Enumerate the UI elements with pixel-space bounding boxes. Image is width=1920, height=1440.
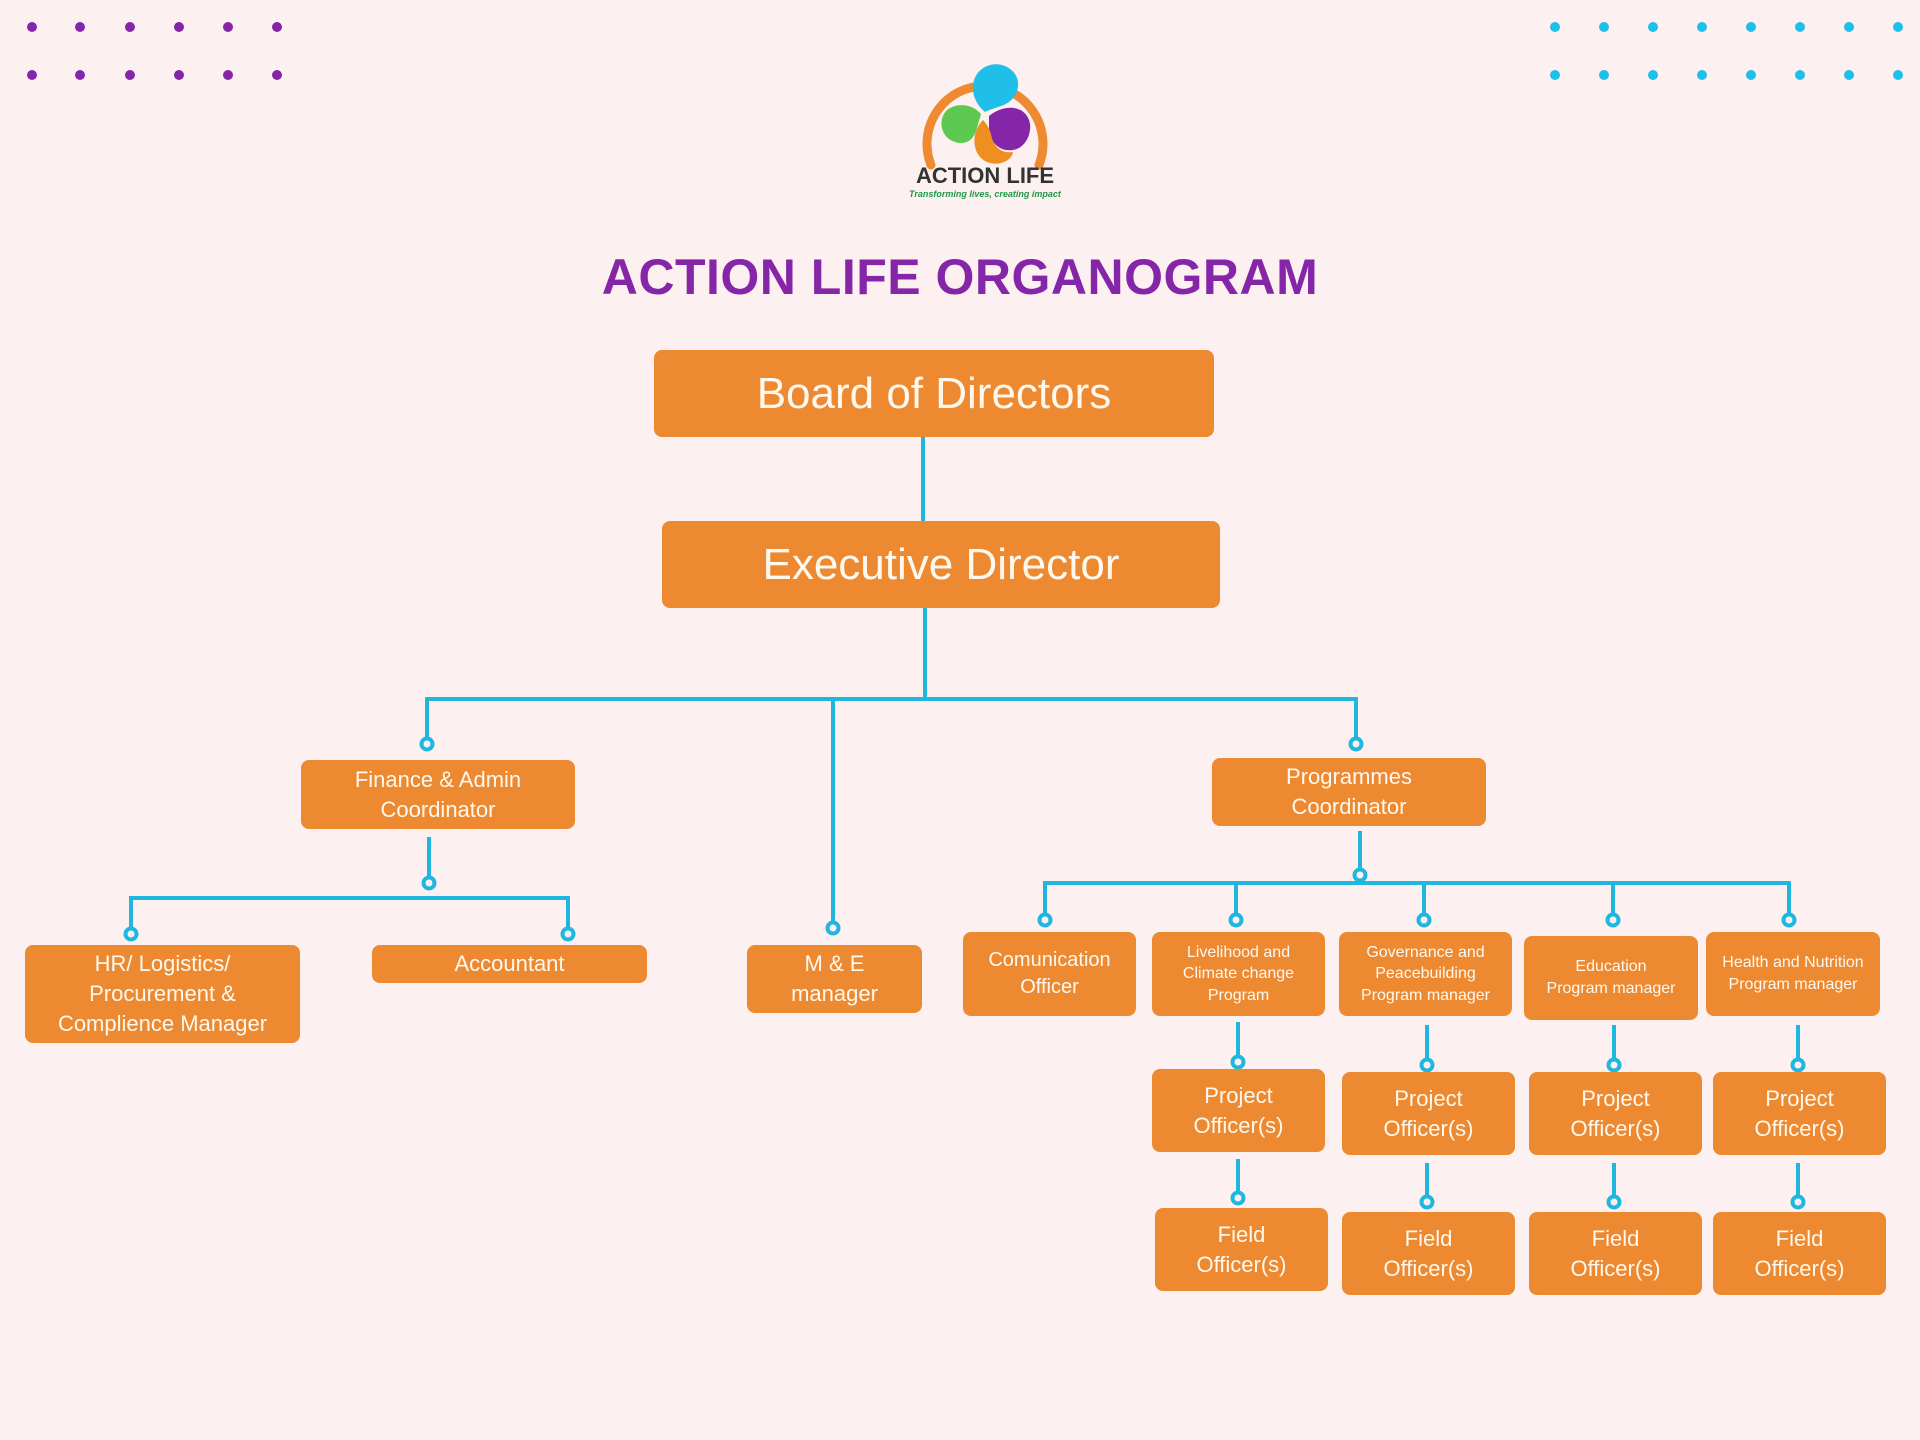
node-label: Board of Directors — [756, 369, 1112, 418]
logo-name: ACTION LIFE — [915, 163, 1055, 188]
decorative-dot — [174, 22, 184, 32]
decorative-dot — [272, 70, 282, 80]
connector-node-icon — [825, 920, 841, 936]
decorative-dot — [223, 22, 233, 32]
decorative-dot — [1893, 70, 1903, 80]
node-board-of-directors: Board of Directors — [654, 350, 1214, 437]
node-health-nutrition-manager: Health and Nutrition Program manager — [1706, 932, 1880, 1016]
node-communication-officer: Comunication Officer — [963, 932, 1136, 1016]
node-livelihood-climate-program: Livelihood and Climate change Program — [1152, 932, 1325, 1016]
connector-node-icon — [1606, 1194, 1622, 1210]
decorative-dot — [27, 70, 37, 80]
connector-node-icon — [560, 926, 576, 942]
decorative-dot — [1550, 70, 1560, 80]
decorative-dot — [1599, 22, 1609, 32]
decorative-dot — [75, 22, 85, 32]
decorative-dot — [1844, 22, 1854, 32]
decorative-dot — [1599, 70, 1609, 80]
decorative-dot — [1697, 22, 1707, 32]
decorative-dot — [174, 70, 184, 80]
node-project-officers: Project Officer(s) — [1152, 1069, 1325, 1152]
decorative-dot — [27, 22, 37, 32]
node-project-officers: Project Officer(s) — [1529, 1072, 1702, 1155]
node-finance-admin-coordinator: Finance & Admin Coordinator — [301, 760, 575, 829]
page-title: ACTION LIFE ORGANOGRAM — [601, 249, 1319, 305]
decorative-dot — [75, 70, 85, 80]
decorative-dot — [125, 70, 135, 80]
node-label: M & E manager — [791, 951, 878, 1006]
node-label: Project Officer(s) — [1754, 1085, 1845, 1141]
node-programmes-coordinator: Programmes Coordinator — [1212, 758, 1486, 826]
node-project-officers: Project Officer(s) — [1342, 1072, 1515, 1155]
decorative-dot — [1795, 22, 1805, 32]
node-label: HR/ Logistics/ Procurement & Complience … — [57, 951, 268, 1036]
connector-node-icon — [1228, 912, 1244, 928]
node-label: Programmes Coordinator — [1286, 764, 1412, 819]
decorative-dot — [1648, 22, 1658, 32]
node-field-officers: Field Officer(s) — [1155, 1208, 1328, 1291]
connector-node-icon — [1790, 1194, 1806, 1210]
connector-line — [1043, 881, 1791, 914]
node-label: Finance & Admin Coordinator — [354, 766, 522, 822]
node-accountant: Accountant — [372, 945, 647, 983]
node-label: Field Officer(s) — [1383, 1225, 1474, 1281]
node-project-officers: Project Officer(s) — [1713, 1072, 1886, 1155]
decorative-dot — [1550, 22, 1560, 32]
node-label: Field Officer(s) — [1754, 1225, 1845, 1281]
decorative-dot — [272, 22, 282, 32]
connector-node-icon — [1037, 912, 1053, 928]
node-field-officers: Field Officer(s) — [1713, 1212, 1886, 1295]
connector-node-icon — [1230, 1054, 1246, 1070]
node-label: Executive Director — [762, 540, 1120, 589]
node-label: Field Officer(s) — [1570, 1225, 1661, 1281]
node-field-officers: Field Officer(s) — [1342, 1212, 1515, 1295]
node-label: Field Officer(s) — [1196, 1221, 1287, 1277]
connector-node-icon — [421, 875, 437, 891]
node-label: Health and Nutrition Program manager — [1722, 954, 1864, 993]
connector-node-icon — [1230, 1190, 1246, 1206]
decorative-dot — [1746, 70, 1756, 80]
action-life-logo-icon — [922, 64, 1048, 170]
node-hr-logistics-manager: HR/ Logistics/ Procurement & Complience … — [25, 945, 300, 1043]
decorative-dot — [125, 22, 135, 32]
connector-node-icon — [1605, 912, 1621, 928]
node-label: Education Program manager — [1546, 958, 1676, 997]
node-executive-director: Executive Director — [662, 521, 1220, 608]
connector-node-icon — [1416, 912, 1432, 928]
logo-tagline: Transforming lives, creating impact — [909, 189, 1061, 199]
node-label: Accountant — [454, 951, 565, 977]
connector-node-icon — [1352, 867, 1368, 883]
decorative-dot — [1697, 70, 1707, 80]
connector-node-icon — [123, 926, 139, 942]
connector-node-icon — [1790, 1057, 1806, 1073]
node-label: Project Officer(s) — [1193, 1082, 1284, 1138]
node-label: Project Officer(s) — [1383, 1085, 1474, 1141]
node-education-program-manager: Education Program manager — [1524, 936, 1698, 1020]
connector-line — [425, 697, 1358, 739]
decorative-dot — [1746, 22, 1756, 32]
connector-node-icon — [1781, 912, 1797, 928]
connector-node-icon — [1419, 1057, 1435, 1073]
node-label: Governance and Peacebuilding Program man… — [1361, 943, 1490, 1004]
node-governance-peacebuilding-manager: Governance and Peacebuilding Program man… — [1339, 932, 1512, 1016]
node-label: Project Officer(s) — [1570, 1085, 1661, 1141]
node-field-officers: Field Officer(s) — [1529, 1212, 1702, 1295]
decorative-dot — [1893, 22, 1903, 32]
connector-node-icon — [1419, 1194, 1435, 1210]
connector-node-icon — [419, 736, 435, 752]
decorative-dot — [1795, 70, 1805, 80]
node-label: Livelihood and Climate change Program — [1182, 943, 1295, 1004]
connector-node-icon — [1348, 736, 1364, 752]
decorative-dot — [1844, 70, 1854, 80]
decorative-dot — [1648, 70, 1658, 80]
connector-line — [129, 896, 570, 928]
decorative-dot — [223, 70, 233, 80]
node-label: Comunication Officer — [988, 949, 1111, 998]
connector-node-icon — [1606, 1057, 1622, 1073]
node-me-manager: M & E manager — [747, 945, 922, 1013]
